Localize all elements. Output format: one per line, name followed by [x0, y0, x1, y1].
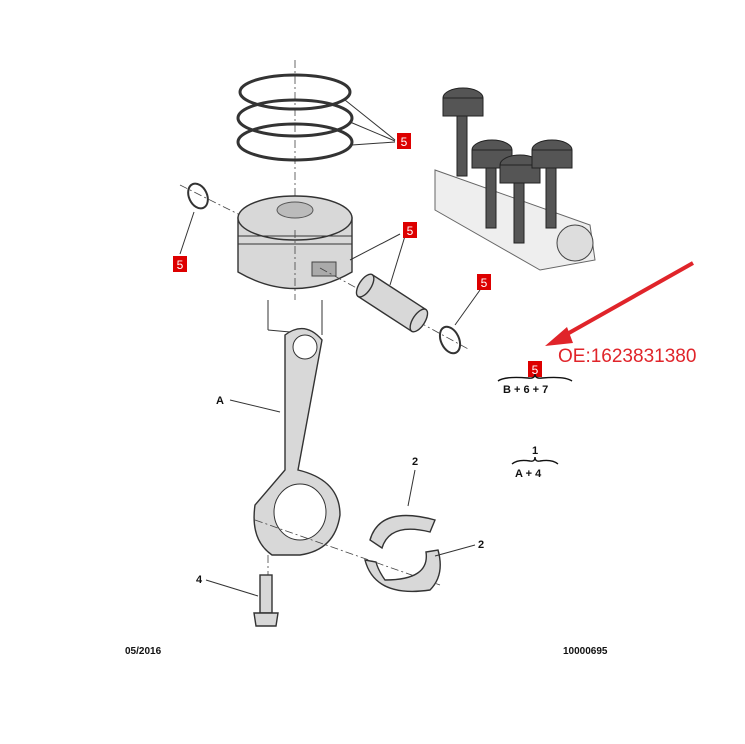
- label-kit-1: 1: [532, 445, 538, 457]
- svg-text:5: 5: [177, 258, 184, 272]
- callout-rings: 5: [397, 133, 411, 149]
- callout-circlip-left: 5: [173, 256, 187, 272]
- svg-text:2: 2: [412, 456, 418, 468]
- brace-set-5: [497, 373, 573, 382]
- callout-circlip-right: 5: [477, 274, 491, 290]
- callout-set: 5: [528, 361, 542, 377]
- svg-text:5: 5: [401, 135, 408, 149]
- circlip-right: [438, 325, 462, 355]
- connecting-rod: [253, 327, 341, 556]
- oe-number: OE:1623831380: [558, 346, 696, 367]
- conrod-bolt: [253, 574, 279, 627]
- brace-set-1: [511, 456, 559, 465]
- circlip-left: [187, 182, 209, 210]
- piston-rings: [236, 73, 354, 162]
- formula-set-5: B + 6 + 7: [503, 384, 548, 396]
- ring-leaders: [344, 99, 396, 146]
- piston: [237, 195, 353, 290]
- svg-text:5: 5: [481, 276, 488, 290]
- svg-text:2: 2: [478, 539, 484, 551]
- callout-piston-pin: 5: [403, 222, 417, 238]
- engine-assembly-thumbnail: [434, 87, 596, 271]
- footer-date: 05/2016: [125, 646, 162, 657]
- bearing-shells: [364, 514, 441, 593]
- formula-set-1: A + 4: [515, 468, 542, 480]
- piston-pin: [355, 273, 429, 333]
- svg-text:A: A: [216, 395, 224, 407]
- svg-text:5: 5: [532, 363, 539, 377]
- red-arrow-annotation: [545, 261, 694, 346]
- footer-reference: 10000695: [563, 646, 608, 657]
- svg-text:5: 5: [407, 224, 414, 238]
- svg-text:4: 4: [196, 574, 203, 586]
